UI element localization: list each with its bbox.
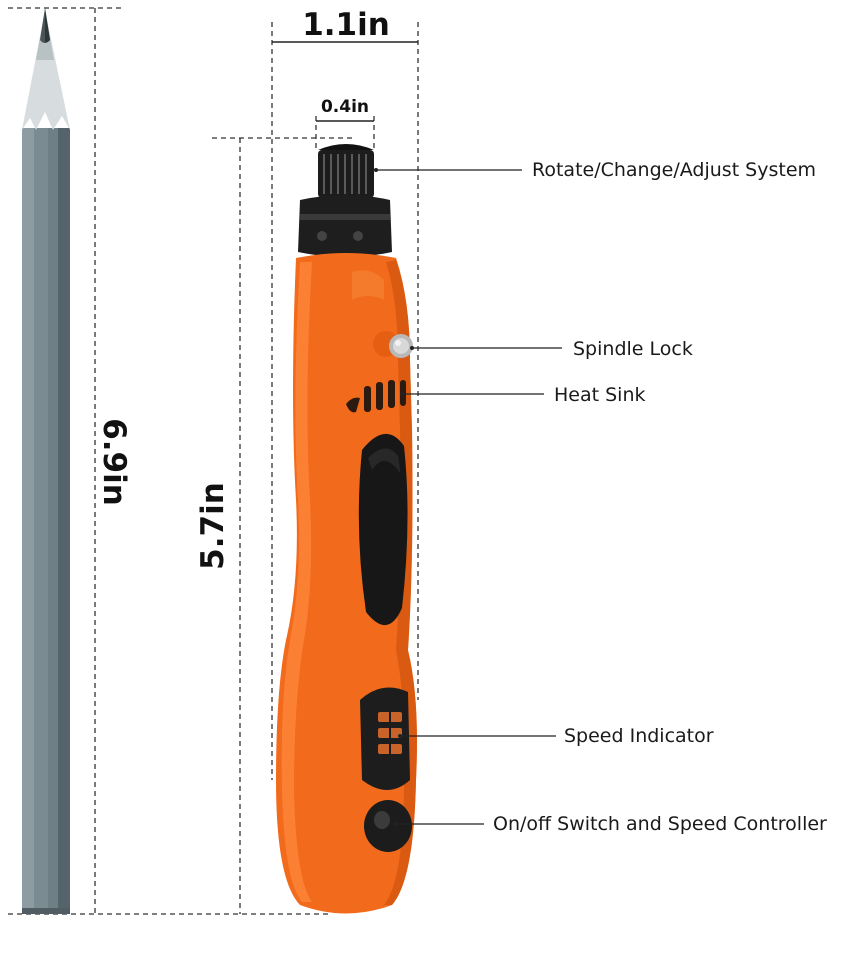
callout-leaders [376,169,562,825]
callout-on-off-switch: On/off Switch and Speed Controller [493,813,827,835]
overall-width-label: 1.1in [302,7,390,43]
pencil-length-label: 6.9in [96,418,132,506]
callout-rotate-system: Rotate/Change/Adjust System [532,159,816,181]
callout-spindle-lock: Spindle Lock [573,338,693,360]
pencil-illustration [22,8,70,914]
callout-speed-indicator: Speed Indicator [564,725,714,747]
rotary-tool-illustration [276,144,417,914]
callout-dots [374,168,414,826]
dimension-bars [272,41,418,122]
callout-heat-sink: Heat Sink [554,384,646,406]
tool-length-label: 5.7in [195,482,231,570]
dimension-guides [8,7,419,915]
collet-width-label: 0.4in [321,97,369,117]
